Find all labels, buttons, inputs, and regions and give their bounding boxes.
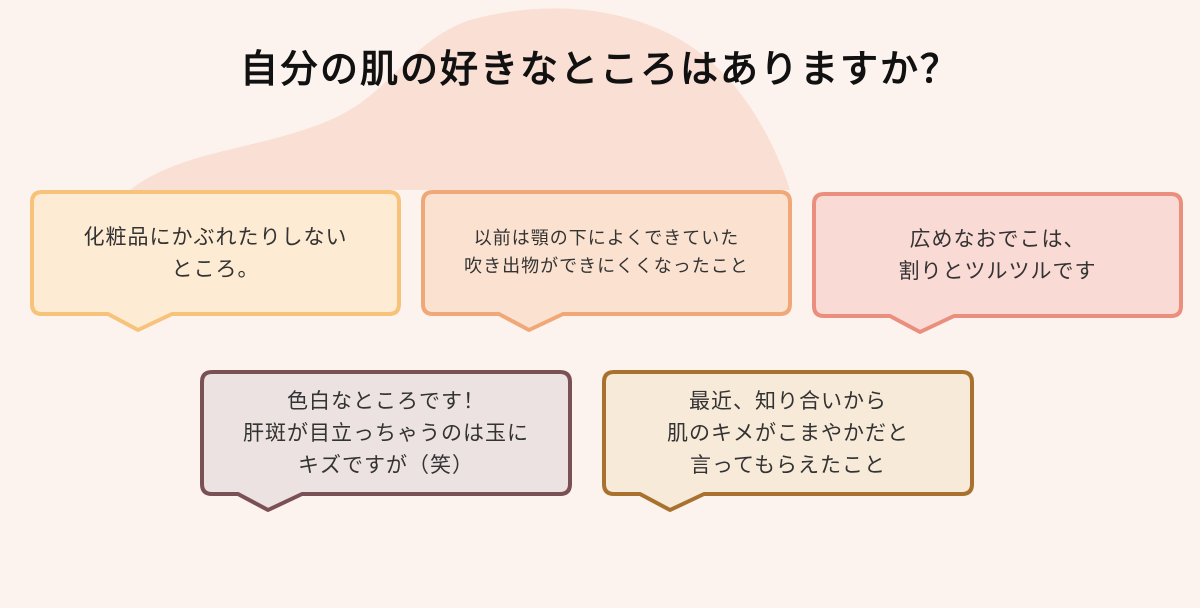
bubble-text: 広めなおでこは、 割りとツルツルです <box>898 227 1097 283</box>
page-title: 自分の肌の好きなところはありますか？ <box>239 47 960 91</box>
speech-bubble-2: 以前は顎の下によくできていた 吹き出物ができにくくなったこと <box>421 190 792 332</box>
speech-bubble-4: 色白なところです！ 肝斑が目立っちゃうのは玉に キズですが（笑） <box>200 370 572 512</box>
speech-bubble-1: 化粧品にかぶれたりしない ところ。 <box>30 190 401 332</box>
speech-bubble-3: 広めなおでこは、 割りとツルツルです <box>812 192 1183 334</box>
speech-bubble-5: 最近、知り合いから 肌のキメがこまやかだと 言ってもらえたこと <box>602 370 974 512</box>
bubble-text: 最近、知り合いから 肌のキメがこまやかだと 言ってもらえたこと <box>667 389 909 477</box>
bubble-text: 以前は顎の下によくできていた 吹き出物ができにくくなったこと <box>464 228 749 277</box>
bubble-text: 色白なところです！ 肝斑が目立っちゃうのは玉に キズですが（笑） <box>243 389 529 477</box>
bubble-text: 化粧品にかぶれたりしない ところ。 <box>83 225 348 281</box>
